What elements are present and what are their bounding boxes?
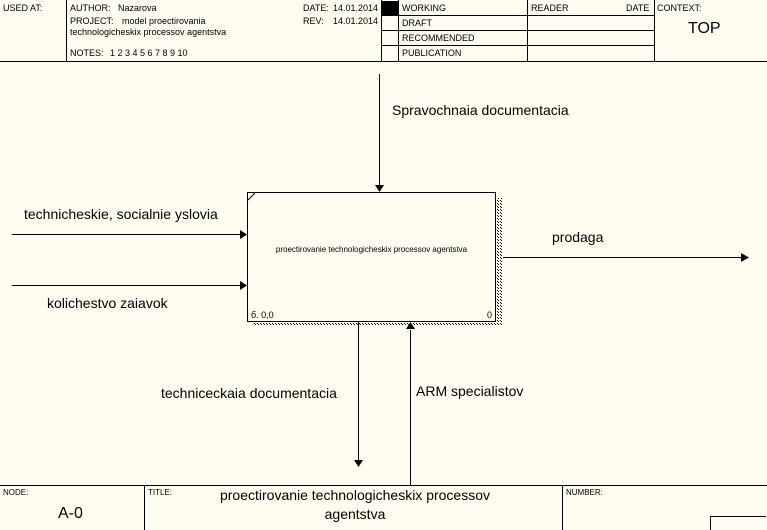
reader-label: READER: [531, 3, 569, 13]
node-label: NODE:: [3, 488, 29, 497]
footer-corner-box: [710, 516, 766, 530]
output-arrowhead-2: [354, 460, 363, 467]
number-label: NUMBER:: [566, 488, 603, 497]
mechanism-arrowhead: [406, 322, 415, 329]
title-value-line1: proectirovanie technologicheskix process…: [219, 487, 491, 503]
project-label: PROJECT:: [70, 16, 114, 26]
header-frame: [0, 0, 767, 62]
activity-box[interactable]: [247, 192, 496, 322]
used-at-label: USED AT:: [3, 3, 43, 13]
date-label: DATE:: [303, 3, 329, 13]
control-arrowhead: [375, 185, 384, 192]
output-arrowhead-1: [741, 253, 749, 262]
rev-value: 14.01.2014: [333, 16, 379, 26]
context-label: CONTEXT:: [657, 3, 702, 13]
activity-box-title: proectirovanie technologicheskix process…: [275, 245, 468, 254]
status-publication: PUBLICATION: [402, 48, 462, 58]
box-corner-mark: [247, 192, 256, 201]
input-arrow-1-label[interactable]: technicheskie, socialnie yslovia: [24, 206, 218, 222]
activity-box-shadow: [495, 198, 503, 326]
rev-label: REV:: [303, 16, 324, 26]
control-arrow-label[interactable]: Spravochnaia documentacia: [392, 102, 569, 118]
project-value-line1: model proectirovania: [122, 16, 206, 26]
project-value-line2: technologicheskix processov agentstva: [70, 27, 227, 37]
input-arrow-2-label[interactable]: kolichestvo zaiavok: [47, 295, 168, 311]
mechanism-arrow-label[interactable]: ARM specialistov: [416, 383, 524, 399]
author-value: Nazarova: [118, 3, 157, 13]
status-working: WORKING: [402, 3, 446, 13]
notes-label: NOTES:: [70, 48, 104, 58]
activity-box-number: 0: [487, 310, 493, 320]
reader-date-label: DATE: [626, 3, 650, 13]
footer-frame: [0, 485, 767, 530]
title-label: TITLE:: [148, 488, 173, 497]
status-recommended: RECOMMENDED: [402, 33, 475, 43]
title-value-line2: agentstva: [324, 506, 386, 522]
input-arrowhead-1: [240, 230, 247, 239]
date-value: 14.01.2014: [333, 3, 379, 13]
notes-numbers: 1 2 3 4 5 6 7 8 9 10: [110, 48, 188, 58]
working-marker: [382, 1, 398, 15]
output-arrow-2-label[interactable]: techniceckaia documentacia: [161, 385, 337, 401]
context-value: TOP: [688, 20, 721, 37]
output-arrow-1-label[interactable]: prodaga: [552, 229, 604, 245]
activity-box-cost: б. 0,0: [251, 310, 274, 320]
author-label: AUTHOR:: [70, 3, 111, 13]
activity-box-shadow-bottom: [253, 321, 503, 326]
node-value: A-0: [58, 505, 83, 522]
input-arrowhead-2: [240, 281, 247, 290]
status-draft: DRAFT: [402, 18, 432, 28]
